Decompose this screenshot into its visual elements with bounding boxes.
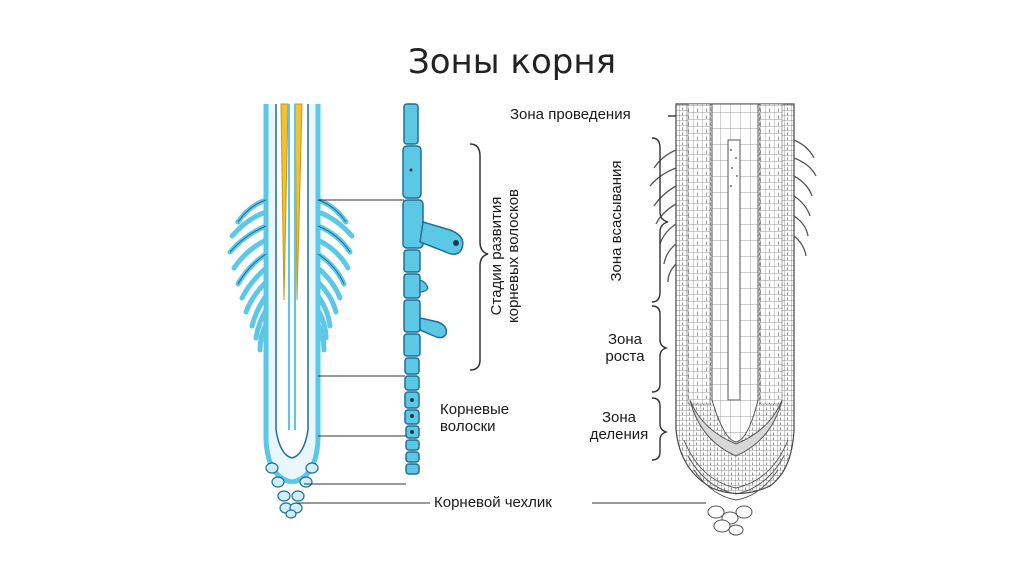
growth-zone-label-line1: Зона xyxy=(598,331,652,348)
root-cap-label: Корневой чехлик xyxy=(434,494,552,511)
left-root-diagram xyxy=(230,104,352,518)
stages-brace xyxy=(470,144,488,370)
absorption-zone-label: Зона всасывания xyxy=(608,156,626,286)
stages-label: Стадии развития корневых волосков xyxy=(488,168,524,344)
division-zone-label: Зона деления xyxy=(582,409,656,443)
growth-zone-label: Зона роста xyxy=(598,331,652,365)
conduction-zone-label: Зона проведения xyxy=(510,106,631,123)
division-zone-label-line2: деления xyxy=(582,426,656,443)
root-hairs-label-line1: Корневые xyxy=(440,401,509,418)
growth-zone-label-line2: роста xyxy=(598,348,652,365)
root-hairs-label: Корневые волоски xyxy=(440,401,509,435)
stages-label-line2: корневых волосков xyxy=(505,168,522,344)
division-zone-label-line1: Зона xyxy=(582,409,656,426)
root-hairs-label-line2: волоски xyxy=(440,418,509,435)
cellular-root-diagram xyxy=(650,104,816,535)
stages-label-line1: Стадии развития xyxy=(488,168,505,344)
